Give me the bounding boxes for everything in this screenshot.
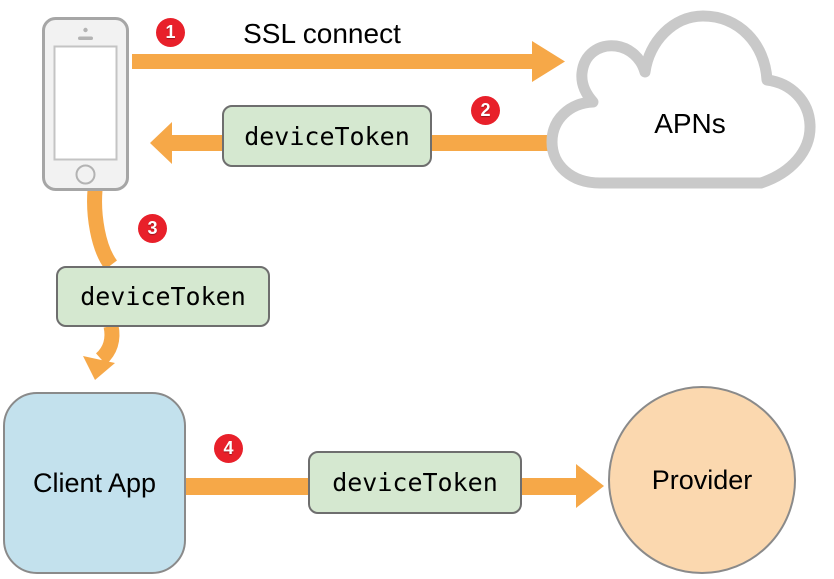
arrow-step3-device-token bbox=[83, 189, 120, 380]
ssl-connect-label: SSL connect bbox=[243, 18, 401, 49]
provider-node: Provider bbox=[608, 386, 796, 574]
arrow-step1-ssl-connect bbox=[132, 41, 565, 82]
step-3-badge: 3 bbox=[138, 214, 167, 243]
step-2-badge: 2 bbox=[471, 96, 500, 125]
client-app-node: Client App bbox=[3, 392, 186, 574]
device-token-box-apns: deviceToken bbox=[222, 105, 432, 167]
apns-label: APNs bbox=[654, 108, 726, 139]
apns-cloud-icon bbox=[546, 10, 816, 189]
iphone-icon bbox=[42, 17, 129, 191]
device-token-box-provider: deviceToken bbox=[308, 451, 522, 514]
device-token-box-device: deviceToken bbox=[56, 266, 270, 327]
step-1-badge: 1 bbox=[156, 18, 185, 47]
step-4-badge: 4 bbox=[214, 434, 243, 463]
